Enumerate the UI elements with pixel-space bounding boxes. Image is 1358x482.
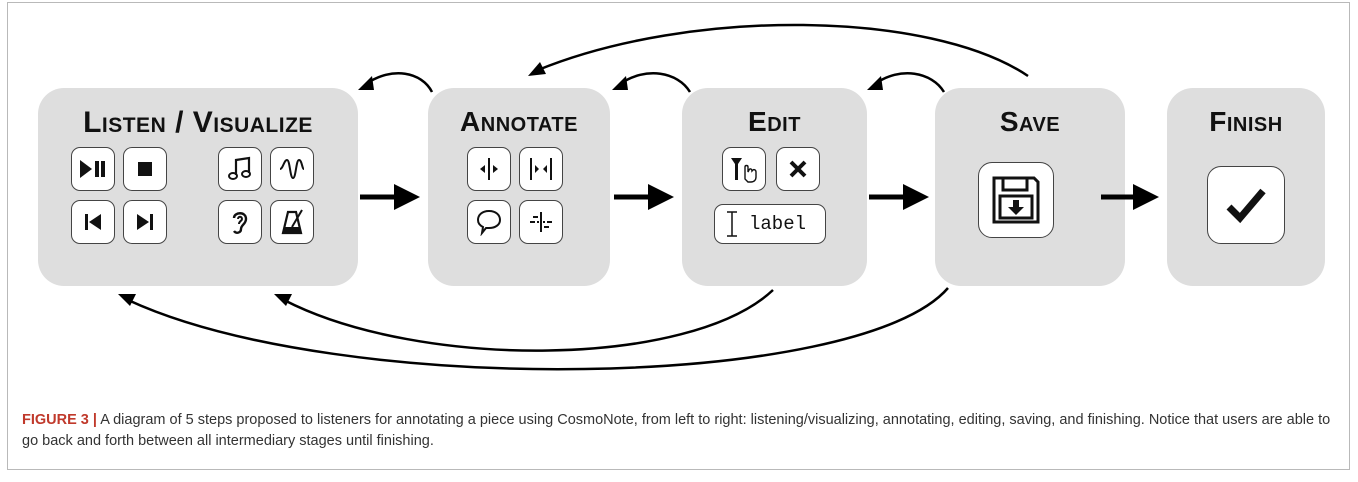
- forward-arrow-annotate-to-edit: [614, 184, 674, 210]
- transition-icon: [530, 212, 552, 232]
- stop-icon: [138, 162, 152, 176]
- region-button[interactable]: [519, 147, 563, 191]
- transition-button[interactable]: [519, 200, 563, 244]
- caption-separator: |: [92, 412, 97, 428]
- forward-arrow-save-to-finish: [1101, 184, 1159, 210]
- back-arrow-edit-to-annotate: [612, 72, 692, 93]
- metronome-button[interactable]: [270, 200, 314, 244]
- floppy-disk-icon: [992, 176, 1040, 224]
- stage-title-annotate: Annotate: [460, 106, 578, 137]
- figure-frame: [7, 2, 1350, 470]
- play-pause-icon: [80, 160, 105, 178]
- forward-arrow-listen-to-annotate: [360, 184, 420, 210]
- skip-back-icon: [85, 214, 101, 230]
- ear-icon: [232, 212, 248, 234]
- delete-icon: [789, 160, 807, 178]
- stop-button[interactable]: [123, 147, 167, 191]
- music-note-icon: [228, 156, 251, 180]
- waveform-icon: [279, 158, 305, 180]
- back-arrow-save-to-edit: [867, 72, 946, 93]
- stage-finish: Finish: [1167, 88, 1325, 286]
- select-pointer-icon: [731, 158, 757, 183]
- skip-forward-button[interactable]: [123, 200, 167, 244]
- boundary-button[interactable]: [467, 147, 511, 191]
- notes-button[interactable]: [218, 147, 262, 191]
- play-pause-button[interactable]: [71, 147, 115, 191]
- forward-arrow-edit-to-save: [869, 184, 929, 210]
- text-cursor-icon: [727, 211, 737, 237]
- caption-text: A diagram of 5 steps proposed to listene…: [22, 412, 1331, 449]
- boundary-icon: [480, 158, 498, 180]
- figure-label: FIGURE 3: [22, 412, 89, 428]
- skip-back-button[interactable]: [71, 200, 115, 244]
- stage-save: Save: [935, 88, 1125, 286]
- comment-button[interactable]: [467, 200, 511, 244]
- back-arrow-annotate-to-listen: [358, 72, 434, 93]
- stage-annotate: Annotate: [428, 88, 610, 286]
- stage-edit: Edit label: [682, 88, 867, 286]
- listen-mode-button[interactable]: [218, 200, 262, 244]
- label-edit-field[interactable]: label: [714, 204, 826, 244]
- figure-caption: FIGURE 3 | A diagram of 5 steps proposed…: [22, 410, 1332, 452]
- label-text: label: [749, 213, 807, 235]
- stage-title-finish: Finish: [1209, 106, 1283, 137]
- stage-listen-visualize: Listen / Visualize: [38, 88, 358, 286]
- stage-title-listen: Listen / Visualize: [83, 106, 313, 139]
- region-icon: [530, 158, 552, 180]
- finish-button[interactable]: [1207, 166, 1285, 244]
- checkmark-icon: [1226, 188, 1266, 224]
- waveform-button[interactable]: [270, 147, 314, 191]
- back-arrow-save-to-annotate: [528, 23, 1029, 78]
- back-arrow-edit-to-listen: [274, 289, 774, 352]
- back-arrow-save-to-listen: [118, 287, 949, 371]
- skip-forward-icon: [137, 214, 153, 230]
- comment-icon: [476, 209, 502, 236]
- metronome-icon: [281, 209, 303, 235]
- select-button[interactable]: [722, 147, 766, 191]
- stage-title-edit: Edit: [748, 106, 801, 137]
- stage-title-save: Save: [999, 106, 1061, 137]
- save-button[interactable]: [978, 162, 1054, 238]
- delete-button[interactable]: [776, 147, 820, 191]
